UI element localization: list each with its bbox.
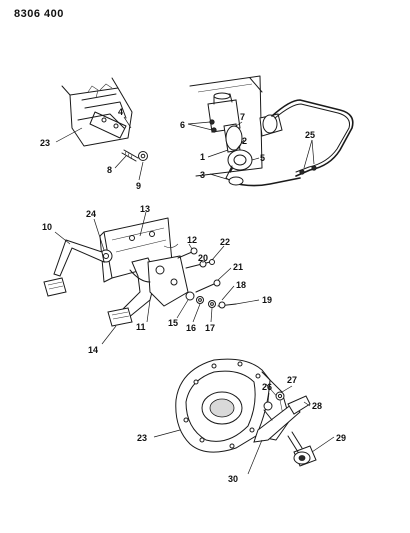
callout-28: 28 (312, 401, 322, 411)
callout-23-top: 23 (40, 138, 50, 148)
clutch-pedal-assembly (43, 217, 237, 327)
callout-4: 4 (118, 107, 123, 117)
callout-21: 21 (233, 262, 243, 272)
callout-labels: 4 23 8 9 6 7 2 1 5 3 25 10 24 13 12 22 2… (40, 107, 346, 484)
callout-1: 1 (200, 152, 205, 162)
callout-25: 25 (305, 130, 315, 140)
callout-16: 16 (186, 323, 196, 333)
callout-12: 12 (187, 235, 197, 245)
callout-5: 5 (260, 153, 265, 163)
leader-lines (54, 116, 335, 475)
callout-13: 13 (140, 204, 150, 214)
master-cylinder-mount-assembly (61, 77, 148, 162)
callout-17: 17 (205, 323, 215, 333)
callout-29: 29 (336, 433, 346, 443)
document-number: 8306 400 (14, 8, 64, 20)
callout-6: 6 (180, 120, 185, 130)
callout-3: 3 (200, 170, 205, 180)
master-cylinder-assembly (189, 75, 354, 187)
callout-18: 18 (236, 280, 246, 290)
callout-15: 15 (168, 318, 178, 328)
callout-30: 30 (228, 474, 238, 484)
callout-24: 24 (86, 209, 96, 219)
callout-8: 8 (107, 165, 112, 175)
callout-27: 27 (287, 375, 297, 385)
callout-26: 26 (262, 382, 272, 392)
bell-housing-assembly (175, 358, 317, 467)
callout-11: 11 (136, 322, 146, 332)
callout-22: 22 (220, 237, 230, 247)
callout-7: 7 (240, 112, 245, 122)
callout-14: 14 (88, 345, 98, 355)
callout-19: 19 (262, 295, 272, 305)
callout-9: 9 (136, 181, 141, 191)
callout-20: 20 (198, 253, 208, 263)
callout-10: 10 (42, 222, 52, 232)
callout-23-bottom: 23 (137, 433, 147, 443)
callout-2: 2 (242, 136, 247, 146)
